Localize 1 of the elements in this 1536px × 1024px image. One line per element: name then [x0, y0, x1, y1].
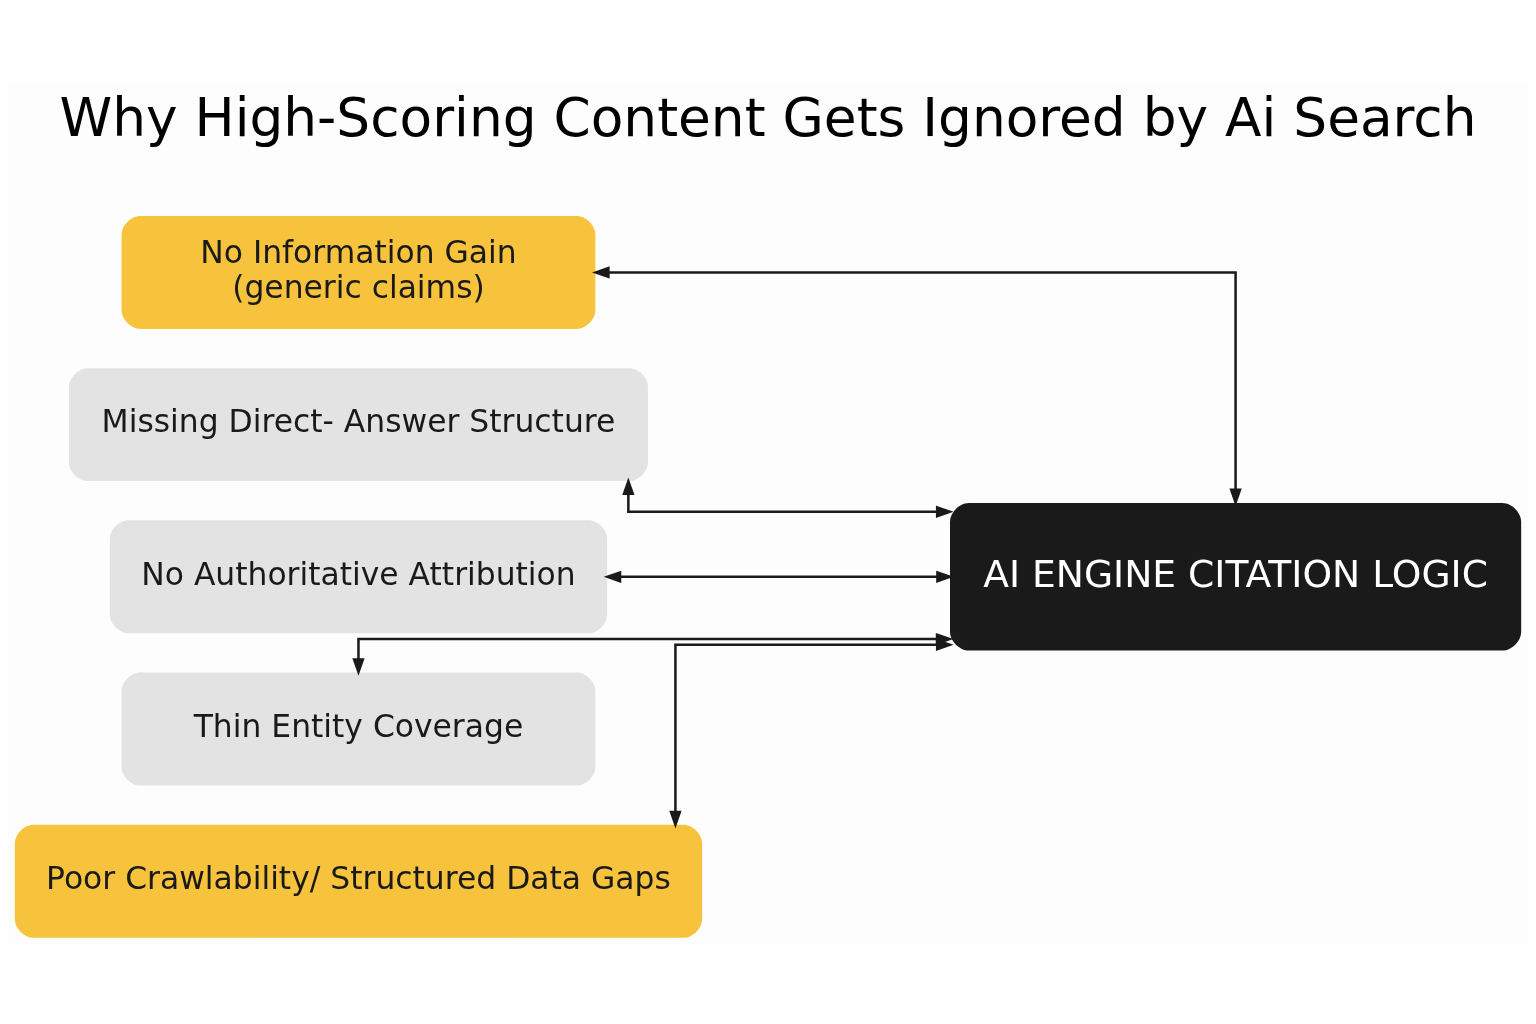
diagram-title: Why High-Scoring Content Gets Ignored by Ai Search — [59, 85, 1477, 149]
